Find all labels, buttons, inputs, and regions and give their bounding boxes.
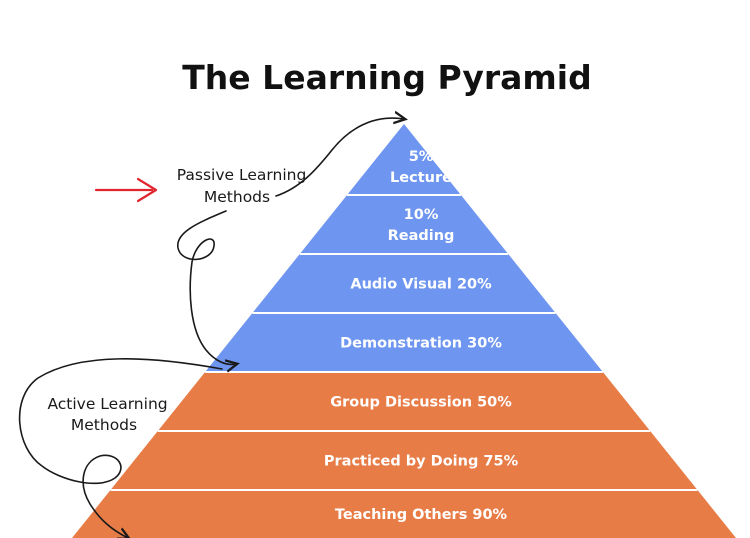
passive-label-line-2: Methods	[204, 188, 270, 206]
active-label: Active Learning Methods	[47, 395, 172, 434]
tier-separators	[110, 194, 698, 491]
passive-label: Passive Learning Methods	[177, 166, 311, 206]
tier-1-label: 5% Lecture	[390, 149, 452, 186]
active-label-line-2: Methods	[71, 416, 137, 434]
tier-6-label-line-1: Practiced by Doing 75%	[324, 454, 519, 470]
tier-4-label: Demonstration 30%	[340, 336, 502, 352]
tier-2-label: 10% Reading	[388, 207, 455, 244]
passive-top-connector	[275, 118, 404, 197]
active-label-line-1: Active Learning	[47, 395, 167, 413]
arrow-right-icon	[94, 177, 158, 203]
tier-3	[252, 254, 556, 313]
tier-4-label-line-1: Demonstration 30%	[340, 336, 502, 352]
tier-7-label: Teaching Others 90%	[335, 507, 508, 523]
tier-5-label-line-1: Group Discussion 50%	[330, 395, 512, 411]
passive-label-line-1: Passive Learning	[177, 166, 307, 184]
page-title: The Learning Pyramid	[182, 58, 591, 97]
tier-6	[110, 431, 698, 490]
tier-3-label: Audio Visual 20%	[350, 277, 492, 293]
tier-2-label-line-2: Reading	[388, 228, 455, 244]
tier-3-label-line-1: Audio Visual 20%	[350, 277, 492, 293]
tier-5	[157, 372, 651, 431]
tier-7-label-line-1: Teaching Others 90%	[335, 507, 508, 523]
active-connector	[18, 358, 223, 538]
tier-7	[72, 490, 737, 538]
tier-1-label-line-1: 5%	[409, 149, 434, 165]
tier-1-label-line-2: Lecture	[390, 170, 452, 186]
tier-1	[347, 124, 461, 195]
tier-6-label: Practiced by Doing 75%	[324, 454, 519, 470]
tier-2-label-line-1: 10%	[404, 207, 439, 223]
tier-4	[205, 313, 603, 372]
passive-bottom-connector	[177, 210, 236, 364]
tier-2	[299, 195, 509, 254]
tier-5-label: Group Discussion 50%	[330, 395, 512, 411]
